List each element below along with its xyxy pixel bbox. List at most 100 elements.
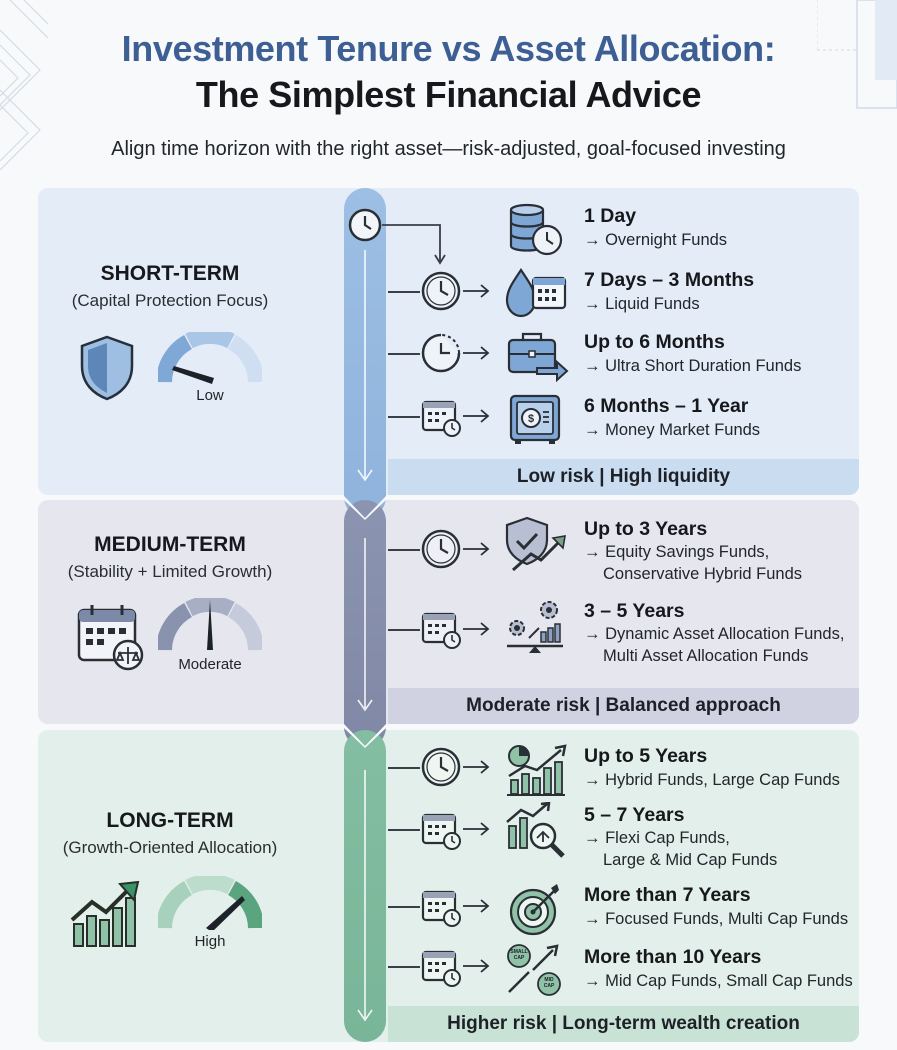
arrow-right-icon <box>463 622 490 636</box>
calendar-clock-icon <box>421 612 461 649</box>
page-title-line2: The Simplest Financial Advice <box>195 74 702 115</box>
chevron-down-icon <box>344 724 386 748</box>
risk-summary-long: Higher risk | Long-term wealth creation <box>388 1006 859 1042</box>
connector-line <box>388 906 420 908</box>
connector-line <box>388 829 420 831</box>
fund-label: → Mid Cap Funds, Small Cap Funds <box>584 972 853 990</box>
gauge-low-icon <box>158 332 262 384</box>
elbow-arrow <box>382 224 446 265</box>
calendar-clock-icon <box>421 950 461 987</box>
calendar-clock-icon <box>421 813 461 850</box>
pie-bar-chart-icon <box>507 744 567 796</box>
tenure-label: 7 Days – 3 Months <box>584 269 755 291</box>
tenure-label: More than 10 Years <box>584 946 762 968</box>
risk-summary-medium: Moderate risk | Balanced approach <box>388 688 859 724</box>
gears-balance-icon <box>507 601 563 653</box>
clock-icon <box>421 747 461 787</box>
list-item: 5 – 7 Years → Flexi Cap Funds, Large & M… <box>0 800 897 869</box>
decorative-frame <box>817 0 897 109</box>
briefcase-arrow-icon <box>507 332 569 383</box>
page-subtitle: Align time horizon with the right asset—… <box>111 138 786 160</box>
section-name-long: LONG-TERM <box>106 809 234 832</box>
connector-line <box>388 353 420 355</box>
target-icon <box>509 884 559 936</box>
mid-cap-badge: MID CAP <box>543 977 555 989</box>
section-focus-medium: (Stability + Limited Growth) <box>67 562 273 581</box>
fund-label: → Dynamic Asset Allocation Funds, <box>584 625 845 643</box>
arrow-right-icon <box>463 346 490 360</box>
fund-label: → Money Market Funds <box>584 421 761 439</box>
tenure-label: Up to 3 Years <box>584 518 708 540</box>
gauge-high-icon <box>158 876 262 930</box>
chart-magnifier-icon <box>506 802 565 858</box>
arrow-right-icon <box>463 822 490 836</box>
fund-label: → Flexi Cap Funds, <box>584 829 730 847</box>
list-item: SMALL CAP MID CAP More than 10 Years → M… <box>0 942 897 1002</box>
shield-icon <box>80 335 134 401</box>
fund-label: → Equity Savings Funds, <box>584 543 770 561</box>
tenure-label: 6 Months – 1 Year <box>584 395 749 417</box>
calendar-balance-icon <box>77 605 144 671</box>
fund-label: → Focused Funds, Multi Cap Funds <box>584 910 849 928</box>
section-name-medium: MEDIUM-TERM <box>94 533 246 556</box>
tenure-label: Up to 5 Years <box>584 745 708 767</box>
risk-summary-short: Low risk | High liquidity <box>388 459 859 495</box>
decorative-lines <box>0 0 48 170</box>
chevron-down-icon <box>344 496 386 520</box>
database-clock-icon <box>509 203 563 256</box>
fund-label: → Liquid Funds <box>584 295 700 313</box>
section-label-long: LONG-TERM (Growth-Oriented Allocation) <box>0 809 340 858</box>
connector-line <box>388 767 420 769</box>
calendar-clock-icon <box>421 400 461 437</box>
list-item: 3 – 5 Years → Dynamic Asset Allocation F… <box>0 596 897 665</box>
small-cap-badge: SMALL CAP <box>510 949 528 961</box>
section-label-short: SHORT-TERM (Capital Protection Focus) <box>0 262 340 311</box>
list-item: Up to 6 Months → Ultra Short Duration Fu… <box>0 326 897 386</box>
growth-chart-icon <box>70 880 140 947</box>
list-item: Up to 5 Years → Hybrid Funds, Large Cap … <box>0 740 897 800</box>
clock-icon <box>421 271 461 311</box>
arrow-right-icon <box>463 959 490 973</box>
gauge-label-low: Low <box>196 387 224 404</box>
safe-icon: $ <box>509 394 561 444</box>
tenure-label: 1 Day <box>584 205 637 227</box>
drop-calendar-icon <box>505 268 567 318</box>
list-item: $ 6 Months – 1 Year → Money Market Funds <box>0 390 897 450</box>
timeline-arrows <box>357 250 373 1022</box>
section-focus-long: (Growth-Oriented Allocation) <box>62 838 278 857</box>
connector-line <box>388 291 420 293</box>
section-short-term: Low risk | High liquidity <box>38 188 859 495</box>
gauge-moderate-icon <box>158 598 262 651</box>
connector-line <box>388 966 420 968</box>
shield-growth-icon <box>505 516 566 572</box>
connector-line <box>388 549 420 551</box>
gauge-label-moderate: Moderate <box>178 656 242 673</box>
svg-text:$: $ <box>528 413 534 425</box>
fund-label: → Overnight Funds <box>584 231 728 249</box>
list-item: 7 Days – 3 Months → Liquid Funds <box>0 262 897 322</box>
calendar-clock-icon <box>421 890 461 927</box>
connector-line <box>388 416 420 418</box>
tenure-label: Up to 6 Months <box>584 331 725 353</box>
page-title-line1: Investment Tenure vs Asset Allocation: <box>121 28 776 69</box>
gauge-label-high: High <box>194 933 226 950</box>
arrow-right-icon <box>463 409 490 423</box>
small-mid-cap-arrow-icon: SMALL CAP MID CAP <box>503 942 569 998</box>
section-focus-short: (Capital Protection Focus) <box>71 291 269 310</box>
clock-dashed-icon <box>421 333 461 373</box>
arrow-right-icon <box>463 760 490 774</box>
clock-icon <box>348 208 382 242</box>
list-item: 1 Day → Overnight Funds <box>0 200 897 260</box>
clock-icon <box>421 529 461 569</box>
tenure-label: 3 – 5 Years <box>584 600 685 622</box>
fund-label: → Hybrid Funds, Large Cap Funds <box>584 771 840 789</box>
tenure-label: 5 – 7 Years <box>584 804 685 826</box>
connector-line <box>388 629 420 631</box>
fund-label: → Ultra Short Duration Funds <box>584 357 802 375</box>
list-item: Up to 3 Years → Equity Savings Funds, Co… <box>0 514 897 583</box>
fund-label-continued: Multi Asset Allocation Funds <box>603 647 809 665</box>
list-item: More than 7 Years → Focused Funds, Multi… <box>0 880 897 940</box>
arrow-right-icon <box>463 284 490 298</box>
section-name-short: SHORT-TERM <box>100 262 240 285</box>
tenure-label: More than 7 Years <box>584 884 751 906</box>
